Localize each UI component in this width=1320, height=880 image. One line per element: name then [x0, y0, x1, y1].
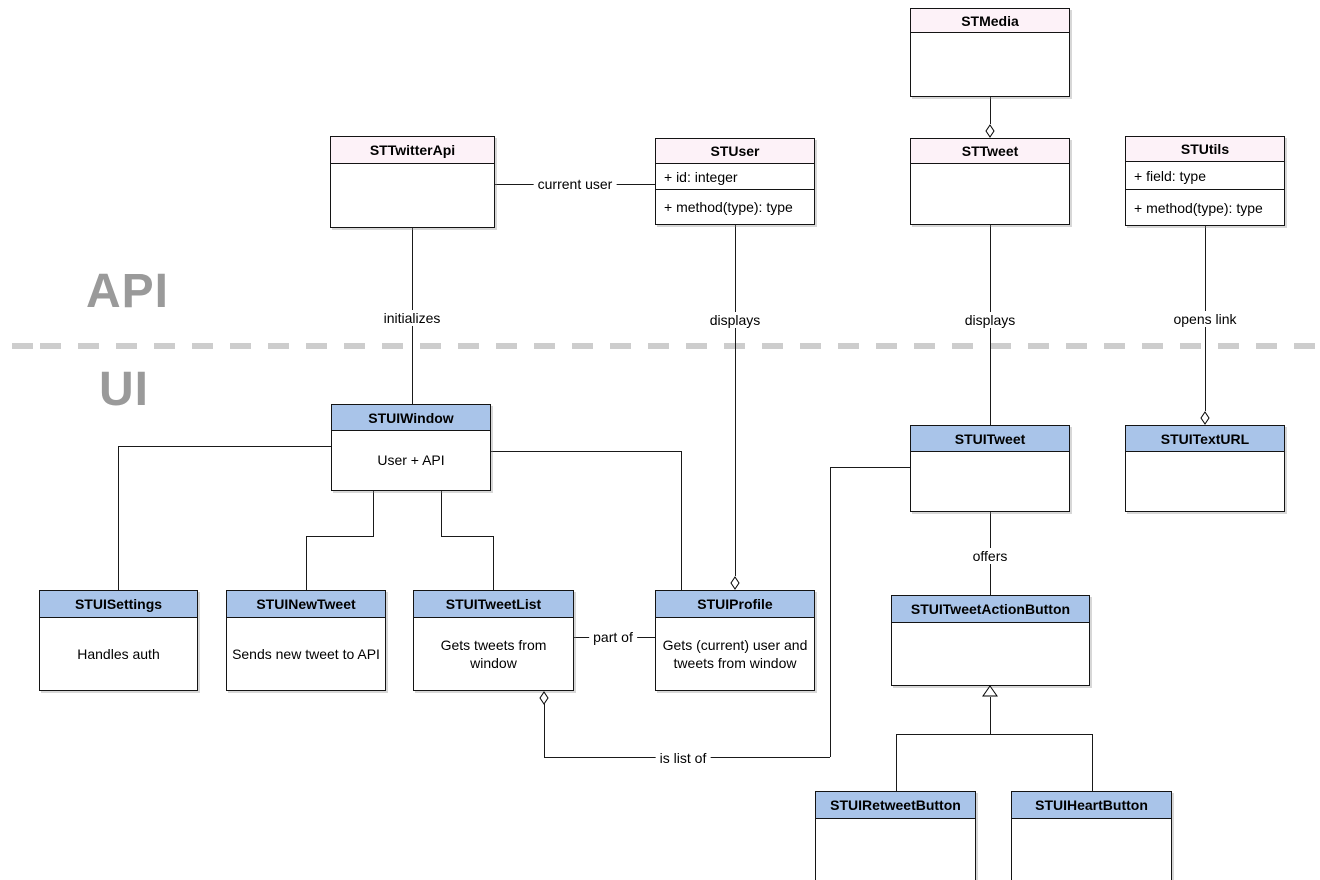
class-title: STUITweetList	[414, 591, 573, 618]
class-stuitexturl[interactable]: STUITextURL	[1125, 425, 1285, 512]
class-title: STUIProfile	[656, 591, 814, 618]
class-body	[1126, 452, 1284, 511]
class-title: STUITweet	[911, 426, 1069, 452]
class-stuitweet[interactable]: STUITweet	[910, 425, 1070, 512]
edge-label-current-user: current user	[533, 176, 617, 192]
class-stuiheartbutton[interactable]: STUIHeartButton	[1011, 791, 1172, 880]
class-body: Handles auth	[77, 645, 160, 662]
class-title: STUINewTweet	[227, 591, 385, 618]
edge-is-list-of	[544, 704, 545, 757]
class-stuisettings[interactable]: STUISettings Handles auth	[39, 590, 198, 691]
class-stuinewtweet[interactable]: STUINewTweet Sends new tweet to API	[226, 590, 386, 691]
edge-window-settings	[118, 446, 119, 590]
class-body: Gets (current) user and tweets from wind…	[662, 636, 808, 671]
class-body	[911, 33, 1069, 96]
class-title: STUtils	[1126, 137, 1284, 162]
edge-label-displays-user: displays	[705, 312, 765, 328]
edge-window-tweetlist	[493, 536, 494, 590]
class-stuitweetactionbutton[interactable]: STUITweetActionButton	[891, 595, 1090, 686]
class-stuiwindow[interactable]: STUIWindow User + API	[331, 404, 491, 491]
class-body: Sends new tweet to API	[232, 645, 380, 662]
class-title: STUITextURL	[1126, 426, 1284, 452]
class-title: STMedia	[911, 9, 1069, 33]
class-stuiprofile[interactable]: STUIProfile Gets (current) user and twee…	[655, 590, 815, 691]
class-attribute: + id: integer	[656, 164, 814, 190]
aggregation-diamond-icon	[730, 576, 740, 590]
class-body: Gets tweets from window	[440, 636, 547, 671]
class-stuitweetlist[interactable]: STUITweetList Gets tweets from window	[413, 590, 574, 691]
aggregation-diamond-icon	[985, 124, 995, 138]
class-title: STTwitterApi	[331, 137, 494, 164]
class-title: STUISettings	[40, 591, 197, 618]
edge-is-list-of	[830, 467, 910, 468]
edge-inheritance	[990, 697, 991, 734]
class-attribute: + method(type): type	[1134, 199, 1263, 216]
class-sttwitterapi[interactable]: STTwitterApi	[330, 136, 495, 228]
edge-window-tweetlist	[441, 491, 442, 536]
class-attribute: + field: type	[1126, 162, 1284, 190]
inheritance-triangle-icon	[982, 685, 998, 697]
class-stmedia[interactable]: STMedia	[910, 8, 1070, 97]
edge-label-displays-tweet: displays	[960, 312, 1020, 328]
class-body: User + API	[377, 452, 445, 469]
section-label-api: API	[86, 265, 170, 318]
class-title: STUIRetweetButton	[816, 792, 975, 819]
edge-label-initializes: initializes	[379, 310, 445, 326]
class-title: STTweet	[911, 139, 1069, 164]
edge-window-newtweet	[373, 491, 374, 536]
edge-inheritance-heart	[1092, 734, 1093, 791]
class-body	[892, 623, 1089, 685]
class-body	[816, 819, 975, 880]
aggregation-diamond-icon	[539, 691, 549, 705]
class-stutils[interactable]: STUtils + field: type + method(type): ty…	[1125, 136, 1285, 226]
edge-window-tweetlist	[441, 536, 494, 537]
edge-displays-user	[735, 225, 736, 576]
edge-inheritance	[896, 734, 1092, 735]
edge-window-newtweet	[306, 536, 374, 537]
edge-window-settings	[118, 446, 331, 447]
class-body	[911, 164, 1069, 224]
class-sttweet[interactable]: STTweet	[910, 138, 1070, 225]
class-stuser[interactable]: STUser + id: integer + method(type): typ…	[655, 138, 815, 225]
edge-is-list-of	[830, 467, 831, 757]
class-body	[331, 164, 494, 227]
class-body	[1012, 819, 1171, 880]
class-title: STUITweetActionButton	[892, 596, 1089, 623]
edge-label-opens-link: opens link	[1169, 311, 1241, 327]
class-title: STUser	[656, 139, 814, 164]
edge-label-offers: offers	[968, 548, 1012, 564]
edge-label-part-of: part of	[589, 629, 637, 645]
edge-window-profile	[681, 451, 682, 590]
edge-label-is-list-of: is list of	[655, 750, 711, 766]
edge-stmedia-sttweet	[990, 97, 991, 124]
section-label-ui: UI	[99, 363, 149, 416]
edge-inheritance-retweet	[896, 734, 897, 791]
class-body	[911, 452, 1069, 511]
class-attribute: + method(type): type	[664, 199, 793, 215]
class-title: STUIWindow	[332, 405, 490, 431]
class-stuiretweetbutton[interactable]: STUIRetweetButton	[815, 791, 976, 880]
aggregation-diamond-icon	[1200, 411, 1210, 425]
edge-window-profile	[491, 451, 681, 452]
class-title: STUIHeartButton	[1012, 792, 1171, 819]
edge-window-newtweet	[306, 536, 307, 590]
api-ui-divider	[0, 343, 1320, 349]
